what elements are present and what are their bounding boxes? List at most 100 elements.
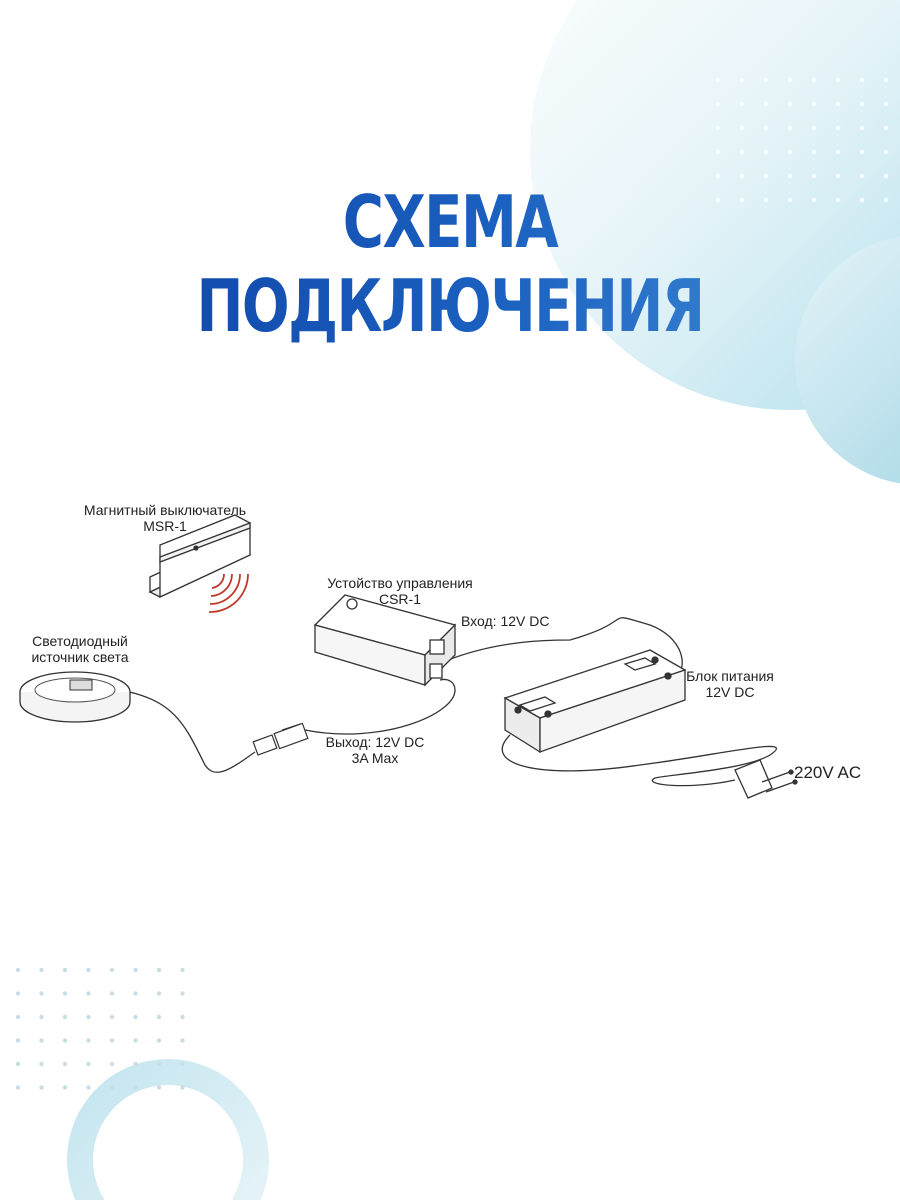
decor-dot: [811, 149, 817, 155]
decor-dot: [156, 1014, 162, 1020]
bottom-left-ring: [67, 1059, 269, 1200]
decor-dot: [763, 125, 769, 131]
decor-dot: [739, 197, 745, 203]
decor-dot: [787, 149, 793, 155]
decor-dot: [739, 173, 745, 179]
decor-dot: [883, 173, 889, 179]
decor-dot: [15, 967, 21, 973]
decor-dot: [787, 173, 793, 179]
mains-plug: [734, 759, 798, 799]
right-blob: [795, 236, 900, 484]
power-supply-label-name: Блок питания: [686, 668, 774, 684]
switch-label: Магнитный выключатель MSR-1: [55, 502, 275, 534]
decor-dot: [180, 1038, 185, 1043]
decor-dot: [62, 1061, 68, 1067]
decor-dot: [86, 991, 91, 996]
decor-dot: [859, 125, 865, 131]
decor-dot: [62, 1014, 68, 1020]
decor-dot: [109, 1038, 115, 1043]
decor-dot: [859, 197, 865, 203]
decor-dot: [715, 197, 721, 203]
decor-dot: [39, 991, 44, 996]
decor-dot: [62, 991, 68, 996]
decor-dot: [156, 1085, 162, 1090]
decor-dot: [811, 77, 817, 83]
decor-dot: [763, 77, 769, 83]
wire-connector-to-controller: [304, 678, 456, 735]
decor-dot: [86, 1014, 91, 1020]
decor-dot: [109, 1014, 115, 1020]
decor-dot: [180, 967, 185, 973]
decor-dot: [62, 1038, 68, 1043]
decor-dot: [180, 991, 185, 996]
decor-dot: [787, 125, 793, 131]
magnetic-switch: [148, 514, 252, 599]
mains-label-text: 220V AC: [794, 763, 862, 782]
decor-dot: [811, 173, 817, 179]
decor-dot: [109, 1085, 115, 1090]
decor-dot: [811, 125, 817, 131]
decor-dot: [811, 101, 817, 107]
decor-dot: [15, 991, 21, 996]
decor-dot: [133, 967, 138, 973]
light-label-line1: Светодиодный: [32, 633, 128, 649]
decor-dot: [39, 1014, 44, 1020]
signal-waves: [208, 573, 249, 613]
decor-dot: [787, 101, 793, 107]
decor-dot: [859, 77, 865, 83]
decor-dot: [109, 967, 115, 973]
dot-grid-top-right: [715, 77, 889, 203]
decor-dot: [180, 1014, 185, 1020]
decor-dot: [109, 991, 115, 996]
decor-dot: [15, 1038, 21, 1043]
input-label: Вход: 12V DC: [461, 613, 549, 629]
decor-dot: [739, 77, 745, 83]
mains-label: 220V AC: [794, 763, 862, 782]
decor-dot: [763, 101, 769, 107]
decor-dot: [715, 125, 721, 131]
decor-dot: [883, 149, 889, 155]
decor-dot: [39, 1038, 44, 1043]
decor-dot: [739, 125, 745, 131]
decor-dot: [787, 197, 793, 203]
decor-dot: [715, 149, 721, 155]
decor-dot: [133, 1085, 138, 1090]
decor-dot: [763, 149, 769, 155]
output-label-current: 3A Max: [351, 750, 399, 766]
decor-dot: [859, 149, 865, 155]
input-label-text: Вход: 12V DC: [461, 613, 550, 629]
decor-dot: [859, 101, 865, 107]
led-light-source: [19, 671, 131, 723]
decor-dot: [133, 1061, 138, 1067]
decor-dot: [15, 1085, 21, 1090]
decor-dot: [715, 101, 721, 107]
decor-dot: [156, 991, 162, 996]
decor-dot: [86, 1038, 91, 1043]
decor-dot: [15, 1061, 21, 1067]
power-supply-label-voltage: 12V DC: [705, 684, 755, 700]
decor-dot: [39, 967, 44, 973]
decor-dot: [859, 173, 865, 179]
control-unit: [313, 594, 457, 687]
decor-dot: [180, 1085, 185, 1090]
decor-dot: [883, 125, 889, 131]
decor-dot: [39, 1085, 44, 1090]
decor-dot: [835, 173, 841, 179]
controller-label: Устойство управления CSR-1: [305, 575, 495, 607]
decor-dot: [835, 149, 841, 155]
decor-dot: [86, 967, 91, 973]
decor-dot: [763, 173, 769, 179]
decor-dot: [883, 77, 889, 83]
decor-dot: [787, 77, 793, 83]
decor-dot: [39, 1061, 44, 1067]
power-supply-unit: [503, 649, 687, 754]
connector-plug: [252, 722, 309, 756]
decor-dot: [835, 125, 841, 131]
controller-label-name: Устойство управления: [327, 575, 473, 591]
controller-label-model: CSR-1: [378, 591, 421, 607]
decor-dot: [763, 197, 769, 203]
decor-dot: [715, 77, 721, 83]
decor-dot: [156, 1061, 162, 1067]
decor-dot: [156, 1038, 162, 1043]
